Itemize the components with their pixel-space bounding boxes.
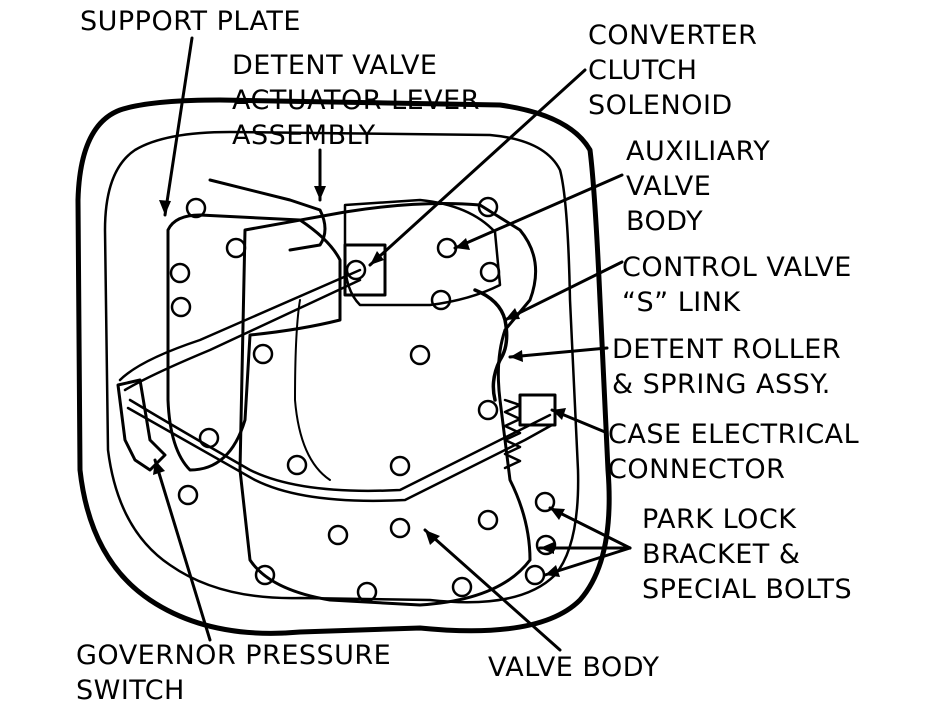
leader-governor bbox=[153, 458, 212, 642]
leader-valve-body bbox=[423, 528, 562, 652]
label-support-plate: SUPPORT PLATE bbox=[80, 6, 301, 37]
solenoid-block bbox=[343, 243, 387, 297]
leader-support-plate bbox=[163, 36, 194, 217]
pan-flange bbox=[103, 130, 580, 604]
leader-lines bbox=[153, 36, 632, 652]
label-auxiliary-valve-body: AUXILIARY VALVE BODY bbox=[626, 136, 771, 237]
wire-loop bbox=[294, 299, 331, 481]
bolts bbox=[169, 196, 557, 603]
leader-detent-roller bbox=[508, 346, 609, 359]
label-case-electrical-connector: CASE ELECTRICAL CONNECTOR bbox=[608, 419, 860, 485]
detent-spring bbox=[503, 398, 522, 470]
label-converter-clutch-solenoid: CONVERTER CLUTCH SOLENOID bbox=[588, 20, 758, 121]
valve-body bbox=[238, 202, 538, 607]
transmission-case-outline bbox=[75, 97, 612, 636]
leader-park-lock-1 bbox=[548, 506, 632, 550]
leader-park-lock-3 bbox=[543, 546, 632, 577]
label-park-lock-bracket: PARK LOCK BRACKET & SPECIAL BOLTS bbox=[642, 504, 853, 605]
governor-switch-body bbox=[116, 378, 167, 472]
auxiliary-valve-body bbox=[343, 198, 502, 307]
label-detent-valve-actuator-lever: DETENT VALVE ACTUATOR LEVER ASSEMBLY bbox=[232, 50, 480, 151]
label-detent-roller-spring: DETENT ROLLER & SPRING ASSY. bbox=[612, 334, 842, 400]
wire-harness bbox=[118, 268, 554, 503]
leader-converter-clutch bbox=[368, 68, 587, 267]
arrowheads bbox=[153, 186, 566, 577]
leader-auxiliary-valve bbox=[453, 173, 624, 250]
detent-lever bbox=[208, 178, 327, 252]
leader-control-valve bbox=[503, 260, 624, 322]
s-link bbox=[473, 288, 509, 402]
label-valve-body: VALVE BODY bbox=[488, 652, 660, 683]
label-governor-pressure-switch: GOVERNOR PRESSURE SWITCH bbox=[76, 640, 392, 706]
label-control-valve-s-link: CONTROL VALVE “S” LINK bbox=[622, 252, 852, 318]
